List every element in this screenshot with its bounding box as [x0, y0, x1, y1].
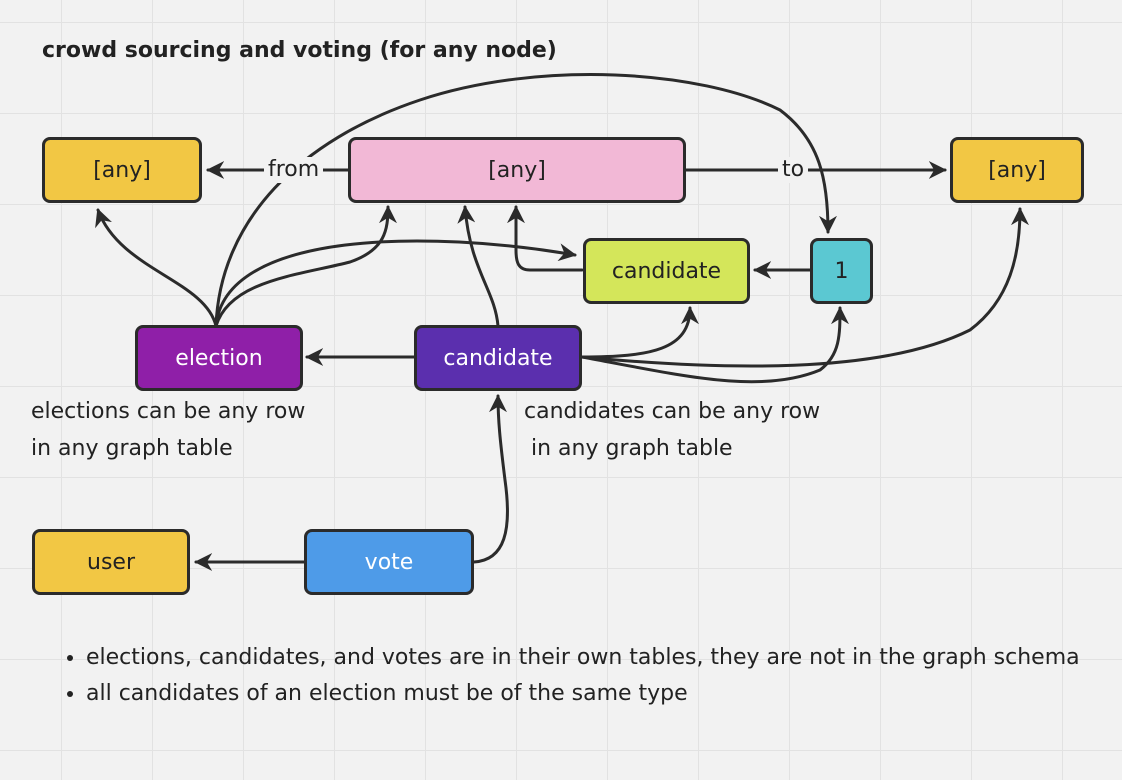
edge-candidate-to-center-any	[457, 205, 500, 328]
node-any-center[interactable]: [any]	[348, 137, 686, 203]
node-user[interactable]: user	[32, 529, 190, 595]
node-vote[interactable]: vote	[304, 529, 474, 595]
diagram-title: crowd sourcing and voting (for any node)	[42, 38, 557, 63]
node-any-left[interactable]: [any]	[42, 137, 202, 203]
node-candidate-purple[interactable]: candidate	[414, 325, 582, 391]
node-any-right[interactable]: [any]	[950, 137, 1084, 203]
edge-candidate-to-right-any	[580, 207, 1029, 368]
edge-candidate-green-to-center-any	[507, 205, 584, 272]
bullet-item: elections, candidates, and votes are in …	[86, 640, 1096, 676]
edge-election-to-candidate-green	[214, 239, 577, 328]
edge-vote-to-candidate	[472, 394, 509, 564]
node-candidate-green[interactable]: candidate	[583, 238, 750, 304]
note-elections: elections can be any row in any graph ta…	[31, 399, 306, 461]
note-candidates: candidates can be any row in any graph t…	[524, 399, 821, 461]
edge-label-to: to	[778, 157, 809, 183]
bullet-list: elections, candidates, and votes are in …	[58, 640, 1096, 712]
node-one[interactable]: 1	[810, 238, 873, 304]
edge-election-to-one	[214, 73, 837, 328]
edge-election-to-center-any	[214, 205, 397, 328]
edge-candidate-to-candidate-green	[580, 306, 699, 359]
bullet-item: all candidates of an election must be of…	[86, 676, 1096, 712]
edge-election-to-left-any	[95, 208, 218, 328]
edge-candidate-to-one	[580, 306, 849, 384]
edge-label-from: from	[264, 157, 324, 183]
node-election[interactable]: election	[135, 325, 303, 391]
